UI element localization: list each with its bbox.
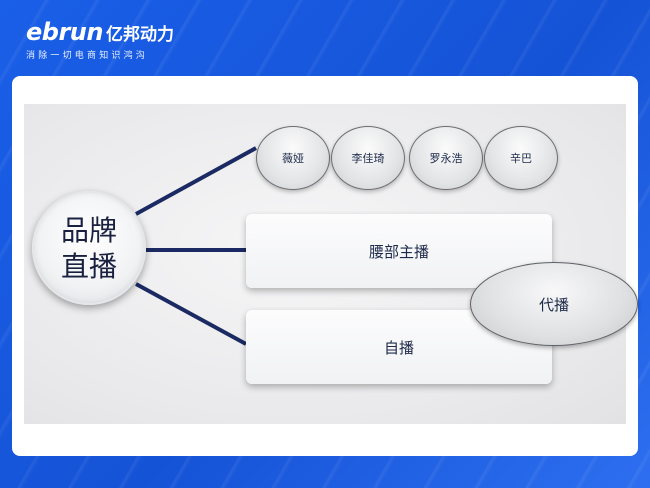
connector-lines [135,146,257,346]
brand-header: ebrun 亿邦动力 消除一切电商知识鸿沟 [26,18,174,61]
brand-logo-latin: ebrun [26,18,103,46]
host-node-lijiaqi: 李佳琦 [331,126,405,190]
brand-logo: ebrun 亿邦动力 [26,18,174,46]
host-node-weiya: 薇娅 [256,126,330,190]
connector-to-hosts [135,146,257,216]
connector-to-self [135,282,247,346]
agent-live-ellipse: 代播 [470,262,638,346]
host-node-luoyonghao: 罗永浩 [409,126,483,190]
root-node-brand-live: 品牌 直播 [32,191,146,305]
slide-card: 品牌 直播 薇娅 李佳琦 罗永浩 辛巴 腰部主播 自播 代播 [12,76,638,456]
brand-logo-chinese: 亿邦动力 [105,25,174,45]
root-label-line2: 直播 [60,250,117,283]
host-node-xinba: 辛巴 [484,126,558,190]
brand-tagline: 消除一切电商知识鸿沟 [26,51,149,61]
diagram-canvas: 品牌 直播 薇娅 李佳琦 罗永浩 辛巴 腰部主播 自播 代播 [24,104,638,424]
root-label-line1: 品牌 [60,214,117,247]
